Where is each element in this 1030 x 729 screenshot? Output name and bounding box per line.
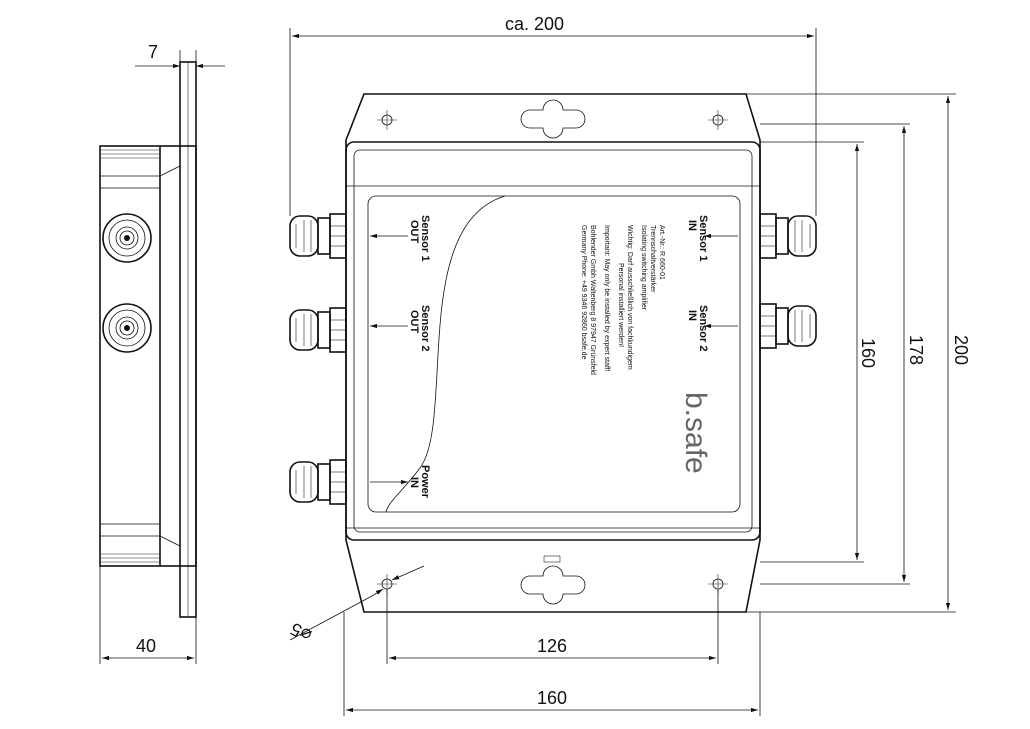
label-sticker: [367, 195, 741, 513]
label-power-tag: IN: [408, 477, 420, 488]
dim-40-label: 40: [136, 636, 156, 656]
label-info-block: Art.-Nr.: R 660-01 Trennschaltverstärker…: [580, 225, 665, 375]
side-gland-upper: [102, 213, 152, 263]
gland-sensor2-out: [289, 307, 347, 353]
label-sensor2-out-title: Sensor 2: [419, 305, 431, 351]
label-sensor1-out-title: Sensor 1: [419, 215, 431, 261]
dim-160h-label: 160: [537, 688, 567, 708]
label-sensor2-in: Sensor 2 IN: [686, 305, 709, 351]
label-sensor2-out: Sensor 2 OUT: [408, 305, 431, 351]
front-dimensions: ca. 200 200 178 160 126 160 ⌀5: [287, 14, 971, 716]
mount-hole-top-left: [377, 110, 397, 130]
dim-7-label: 7: [148, 42, 158, 62]
bsafe-logo: b.safe: [679, 392, 712, 474]
info-line-3: Isolating switching amplifier: [640, 225, 647, 311]
mounting-plate: [345, 93, 761, 613]
mount-hole-top-right: [708, 110, 728, 130]
logo-text: b.safe: [679, 392, 712, 474]
keyhole-slot-bottom: [520, 565, 586, 605]
label-power-title: Power: [419, 465, 431, 499]
side-box-body: [99, 145, 197, 567]
dim-200-label: 200: [951, 335, 971, 365]
side-gland-lower: [102, 303, 152, 353]
info-line-5: Personal installiert werden!: [617, 263, 624, 347]
dim-ca200-label: ca. 200: [505, 14, 564, 34]
label-sensor2-in-title: Sensor 2: [697, 305, 709, 351]
label-sensor1-out-tag: OUT: [408, 220, 420, 244]
label-sensor1-out: Sensor 1 OUT: [408, 215, 431, 261]
info-line-1: Art.-Nr.: R 660-01: [658, 225, 665, 280]
front-view: Sensor 1 OUT Sensor 2 OUT Power IN Senso…: [289, 93, 817, 613]
dim-160v-label: 160: [858, 338, 878, 368]
gland-sensor1-out: [289, 213, 347, 259]
label-curve: [385, 195, 506, 513]
label-sensor1-in: Sensor 1 IN: [686, 215, 709, 261]
dim-126-label: 126: [537, 636, 567, 656]
gland-sensor1-in: [759, 213, 817, 259]
info-line-6: Important: May only be installed by expe…: [603, 225, 610, 372]
dim-hole-diameter-label: ⌀5: [287, 619, 315, 646]
dim-178-label: 178: [906, 335, 926, 365]
label-sensor1-in-title: Sensor 1: [697, 215, 709, 261]
keyhole-slot-top: [520, 99, 586, 139]
info-line-4: Wichtig: Darf ausschließlich von fachkun…: [626, 225, 633, 370]
label-power-in: Power IN: [408, 465, 431, 499]
label-sensor2-in-tag: IN: [686, 310, 698, 321]
side-view: 7 40: [99, 42, 225, 664]
info-line-8: Germany Phone: +49 9346 92860 bsafe.de: [580, 225, 587, 360]
label-sensor1-in-tag: IN: [686, 220, 698, 231]
info-line-2: Trennschaltverstärker: [649, 225, 656, 293]
gland-power-in: [289, 459, 347, 505]
label-sensor2-out-tag: OUT: [408, 310, 420, 334]
info-line-7: Bohlender Gmbh Waltenberg 8 97947 Grünsf…: [589, 225, 596, 375]
gland-sensor2-in: [759, 303, 817, 349]
